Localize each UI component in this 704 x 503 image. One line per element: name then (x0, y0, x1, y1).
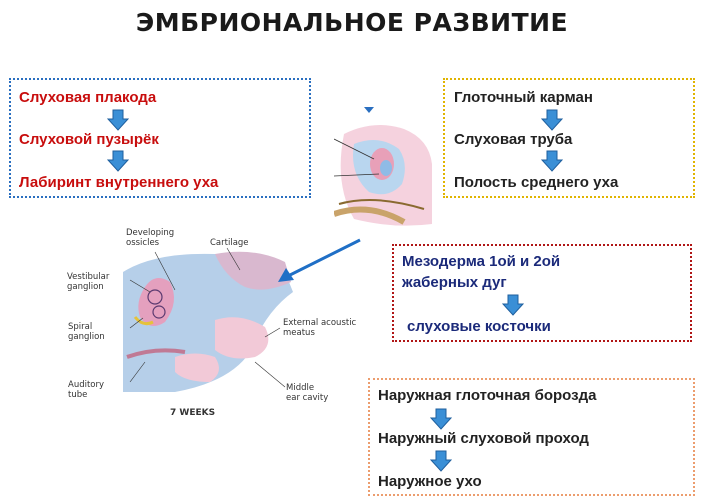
arrow-down-icon (502, 294, 524, 316)
page-title: ЭМБРИОНАЛЬНОЕ РАЗВИТИЕ (135, 8, 569, 37)
mesoderm-box: Мезодерма 1ой и 2ой жаберных дуг слуховы… (392, 244, 692, 342)
seven-weeks-label: 7 WEEKS (170, 408, 216, 418)
auditory-vesicle-label: Слуховой пузырёк (19, 131, 159, 148)
spiral-ganglion-label: Spiral ganglion (68, 322, 105, 342)
arrow-down-icon (541, 109, 563, 131)
middle-ear-box: Глоточный карман Слуховая труба Полость … (443, 78, 695, 198)
vestibular-ganglion-label: Vestibular ganglion (67, 272, 110, 292)
outer-ear-label: Наружное ухо (378, 473, 482, 490)
auditory-ossicles-label: слуховые косточки (407, 318, 551, 335)
auditory-tube-figure-label: Auditory tube (68, 380, 105, 400)
developing-ossicles-label: Developing ossicles (126, 228, 175, 248)
inner-ear-labyrinth-label: Лабиринт внутреннего уха (19, 174, 219, 191)
mesoderm-label: Мезодерма 1ой и 2ой (402, 253, 561, 270)
pharyngeal-groove-label: Наружная глоточная борозда (378, 387, 597, 404)
arrow-down-icon (430, 450, 452, 472)
arrow-down-icon (541, 150, 563, 172)
inner-ear-box: Слуховая плакода Слуховой пузырёк Лабири… (9, 78, 311, 198)
cartilage-label: Cartilage (210, 238, 249, 248)
arrow-down-icon (107, 150, 129, 172)
pointer-arrow-icon (278, 238, 361, 282)
ear-development-diagram (123, 247, 293, 392)
branchial-arches-label: жаберных дуг (402, 274, 507, 291)
external-meatus-label: Наружный слуховой проход (378, 430, 589, 447)
arrow-down-icon (430, 408, 452, 430)
embryo-head-illustration (334, 107, 432, 226)
pharyngeal-pouch-label: Глоточный карман (454, 89, 593, 106)
arrow-down-icon (107, 109, 129, 131)
middle-ear-cavity-figure-label: Middle ear cavity (286, 383, 329, 403)
auditory-placode-label: Слуховая плакода (19, 89, 157, 106)
outer-ear-box: Наружная глоточная борозда Наружный слух… (368, 378, 695, 496)
auditory-tube-label: Слуховая труба (454, 131, 573, 148)
middle-ear-cavity-label: Полость среднего уха (454, 174, 619, 191)
external-meatus-figure-label: External acoustic meatus (283, 318, 357, 338)
